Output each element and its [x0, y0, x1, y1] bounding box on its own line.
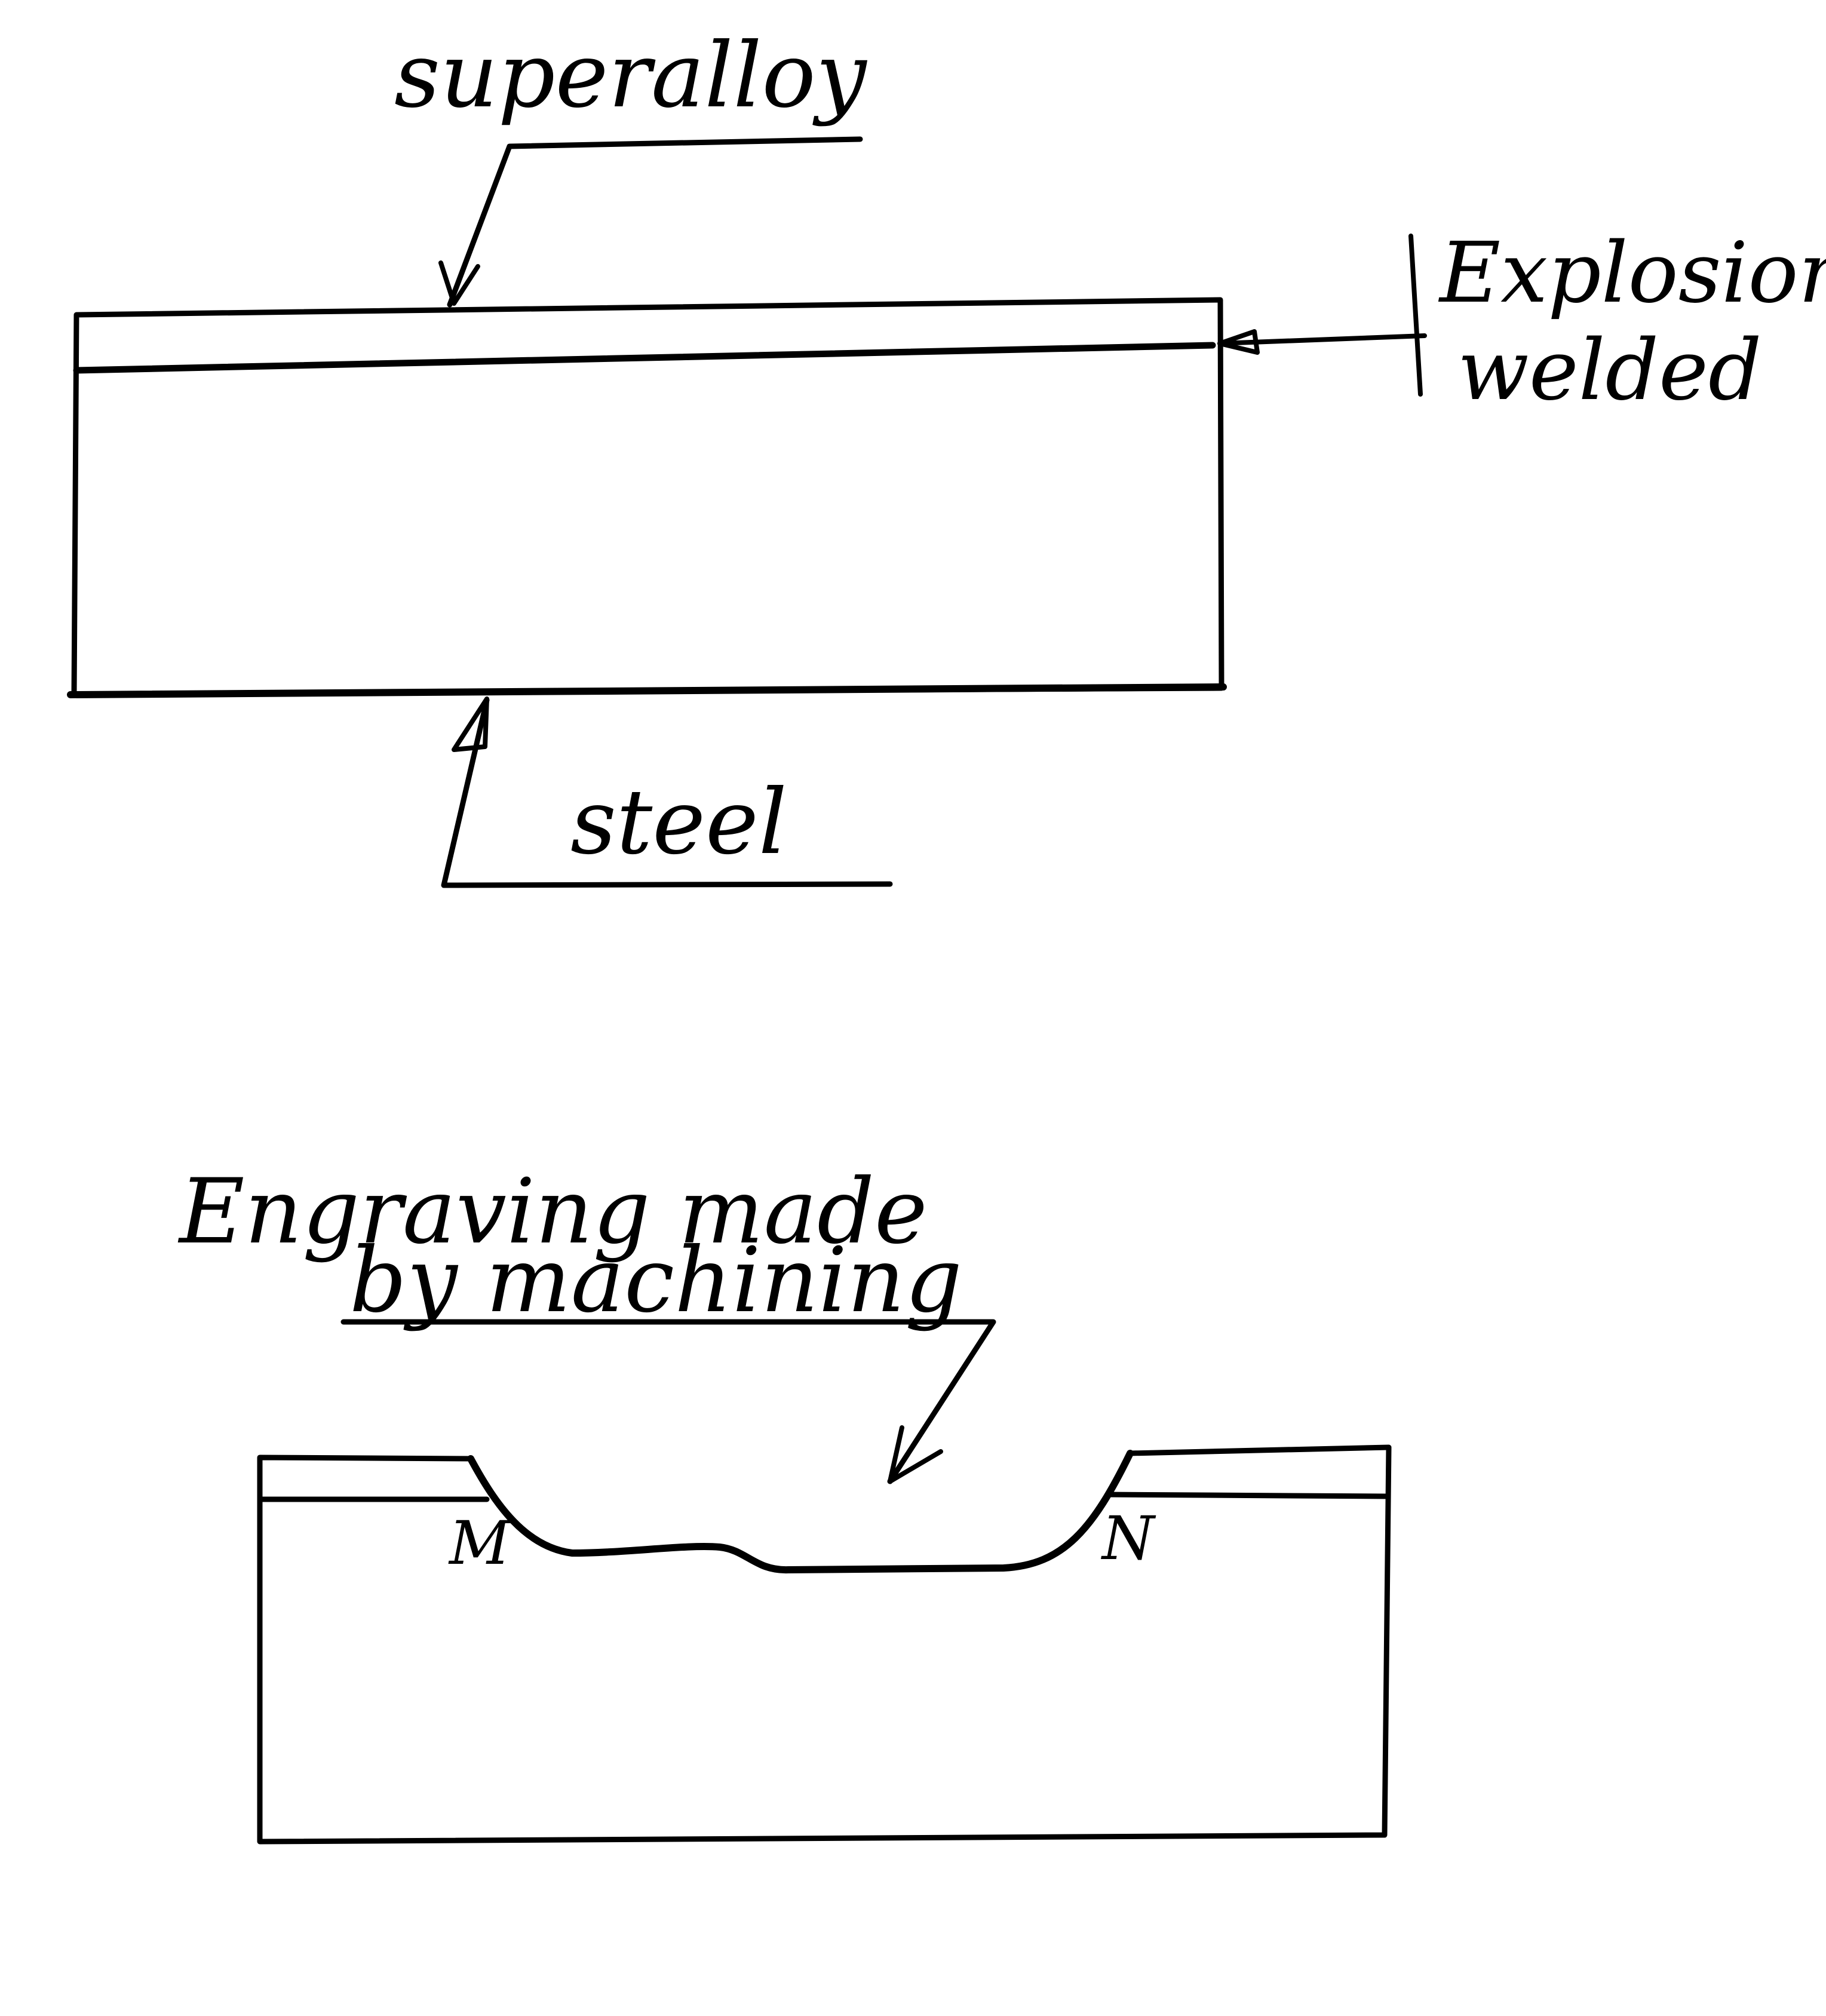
plate-bottom-edge [67, 683, 1227, 698]
steel-arrowhead [452, 696, 489, 752]
cladding-line-right [1105, 1492, 1390, 1499]
steel-leader-line [441, 697, 893, 888]
top-figure: superalloy Explosion welded steel [67, 24, 1826, 888]
groove-edge-mark-left: M [448, 1508, 512, 1578]
weld-interface-line [73, 342, 1216, 374]
engraved-groove-profile [467, 1450, 1134, 1574]
steel-label: steel [570, 771, 787, 874]
superalloy-arrowhead [438, 260, 480, 306]
engraving-label-line1: Engraving made [177, 1160, 928, 1264]
explosion-label: Explosion [1438, 225, 1826, 322]
superalloy-leader-line [447, 136, 863, 308]
engraving-leader-line [340, 1319, 996, 1484]
explosion-welded-leader-line [1217, 333, 1427, 346]
groove-edge-mark-right: N [1101, 1503, 1156, 1573]
engraving-arrowhead [888, 1425, 943, 1484]
explosion-welded-arrowhead [1217, 329, 1260, 355]
explosion-welded-tick [1408, 234, 1423, 397]
engraving-label-line2: by machining [349, 1229, 962, 1333]
engraved-block-outline [257, 1444, 1392, 1845]
superalloy-label: superalloy [394, 24, 868, 128]
welded-label: welded [1457, 322, 1762, 419]
bottom-figure: Engraving made by machining M N [177, 1160, 1392, 1845]
